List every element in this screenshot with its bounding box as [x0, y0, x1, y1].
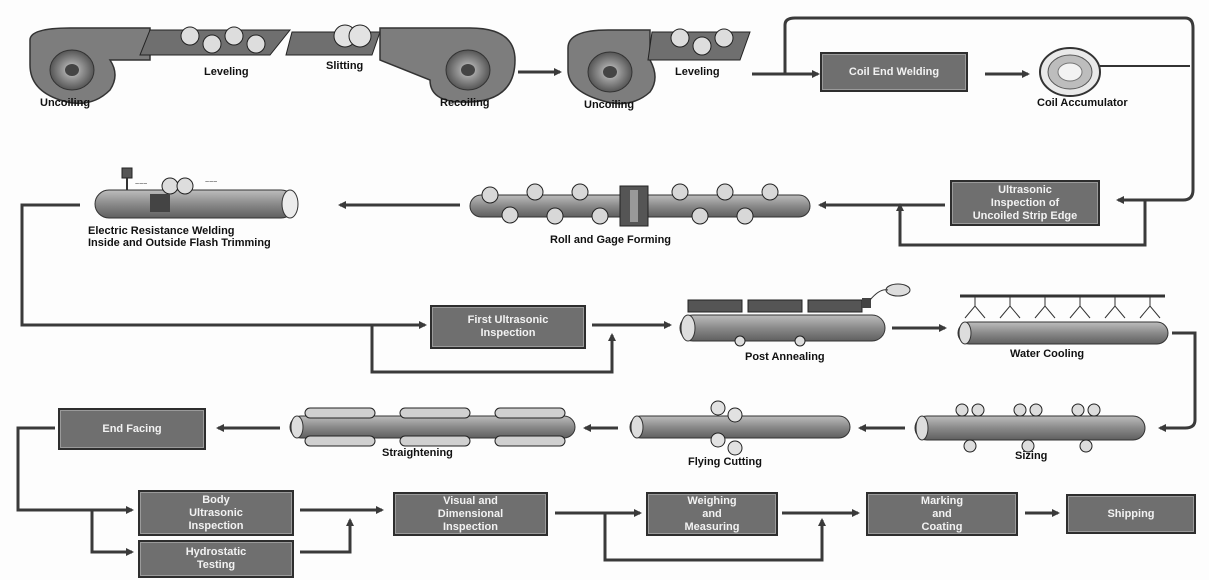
box-coil-end-welding: Coil End Welding [820, 52, 968, 92]
label-erw-line2: Inside and Outside Flash Trimming [88, 237, 271, 249]
box-visual-dimensional: Visual and Dimensional Inspection [393, 492, 548, 536]
box-hydrostatic: Hydrostatic Testing [138, 540, 294, 578]
leveler-1-icon [139, 26, 292, 56]
label-uncoiling-1: Uncoiling [40, 97, 91, 109]
box-first-ultrasonic: First Ultrasonic Inspection [430, 305, 586, 349]
roll-forming-icon [469, 183, 811, 227]
water-cooling-icon [957, 294, 1169, 345]
label-coil-accumulator: Coil Accumulator [1037, 97, 1128, 109]
label-leveling-2: Leveling [675, 66, 720, 78]
label-roll-gage-forming: Roll and Gage Forming [550, 234, 672, 246]
sizing-icon [914, 403, 1146, 453]
label-water-cooling: Water Cooling [1010, 348, 1085, 360]
label-erw-line1: Electric Resistance Welding [88, 225, 235, 237]
label-uncoiling-2: Uncoiling [584, 99, 635, 111]
flying-cutter-icon [629, 400, 851, 456]
uncoiler-1-icon [29, 27, 151, 105]
box-body-ultrasonic: Body Ultrasonic Inspection [138, 490, 294, 536]
label-flying-cutting: Flying Cutting [688, 456, 762, 468]
label-post-annealing: Post Annealing [745, 351, 825, 363]
label-slitting: Slitting [326, 60, 364, 72]
svg-text:~~~: ~~~ [205, 179, 217, 186]
box-edge-inspection: Ultrasonic Inspection of Uncoiled Strip … [950, 180, 1100, 226]
leveler-2-icon [647, 28, 751, 61]
box-end-facing: End Facing [58, 408, 206, 450]
label-recoiling: Recoiling [440, 97, 490, 109]
slitter-icon [285, 24, 381, 56]
erw-welder-icon: ~~~ ~~~ [94, 167, 299, 219]
uncoiler-2-icon [567, 29, 656, 105]
post-annealing-icon [679, 283, 911, 347]
box-weighing-measuring: Weighing and Measuring [646, 492, 778, 536]
label-straightening: Straightening [382, 447, 453, 459]
straightener-icon [289, 407, 576, 447]
box-shipping: Shipping [1066, 494, 1196, 534]
recoiler-icon [379, 27, 516, 103]
coil-accumulator-icon [1039, 47, 1190, 97]
label-leveling-1: Leveling [204, 66, 249, 78]
box-marking-coating: Marking and Coating [866, 492, 1018, 536]
label-sizing: Sizing [1015, 450, 1048, 462]
svg-text:~~~: ~~~ [135, 181, 147, 188]
